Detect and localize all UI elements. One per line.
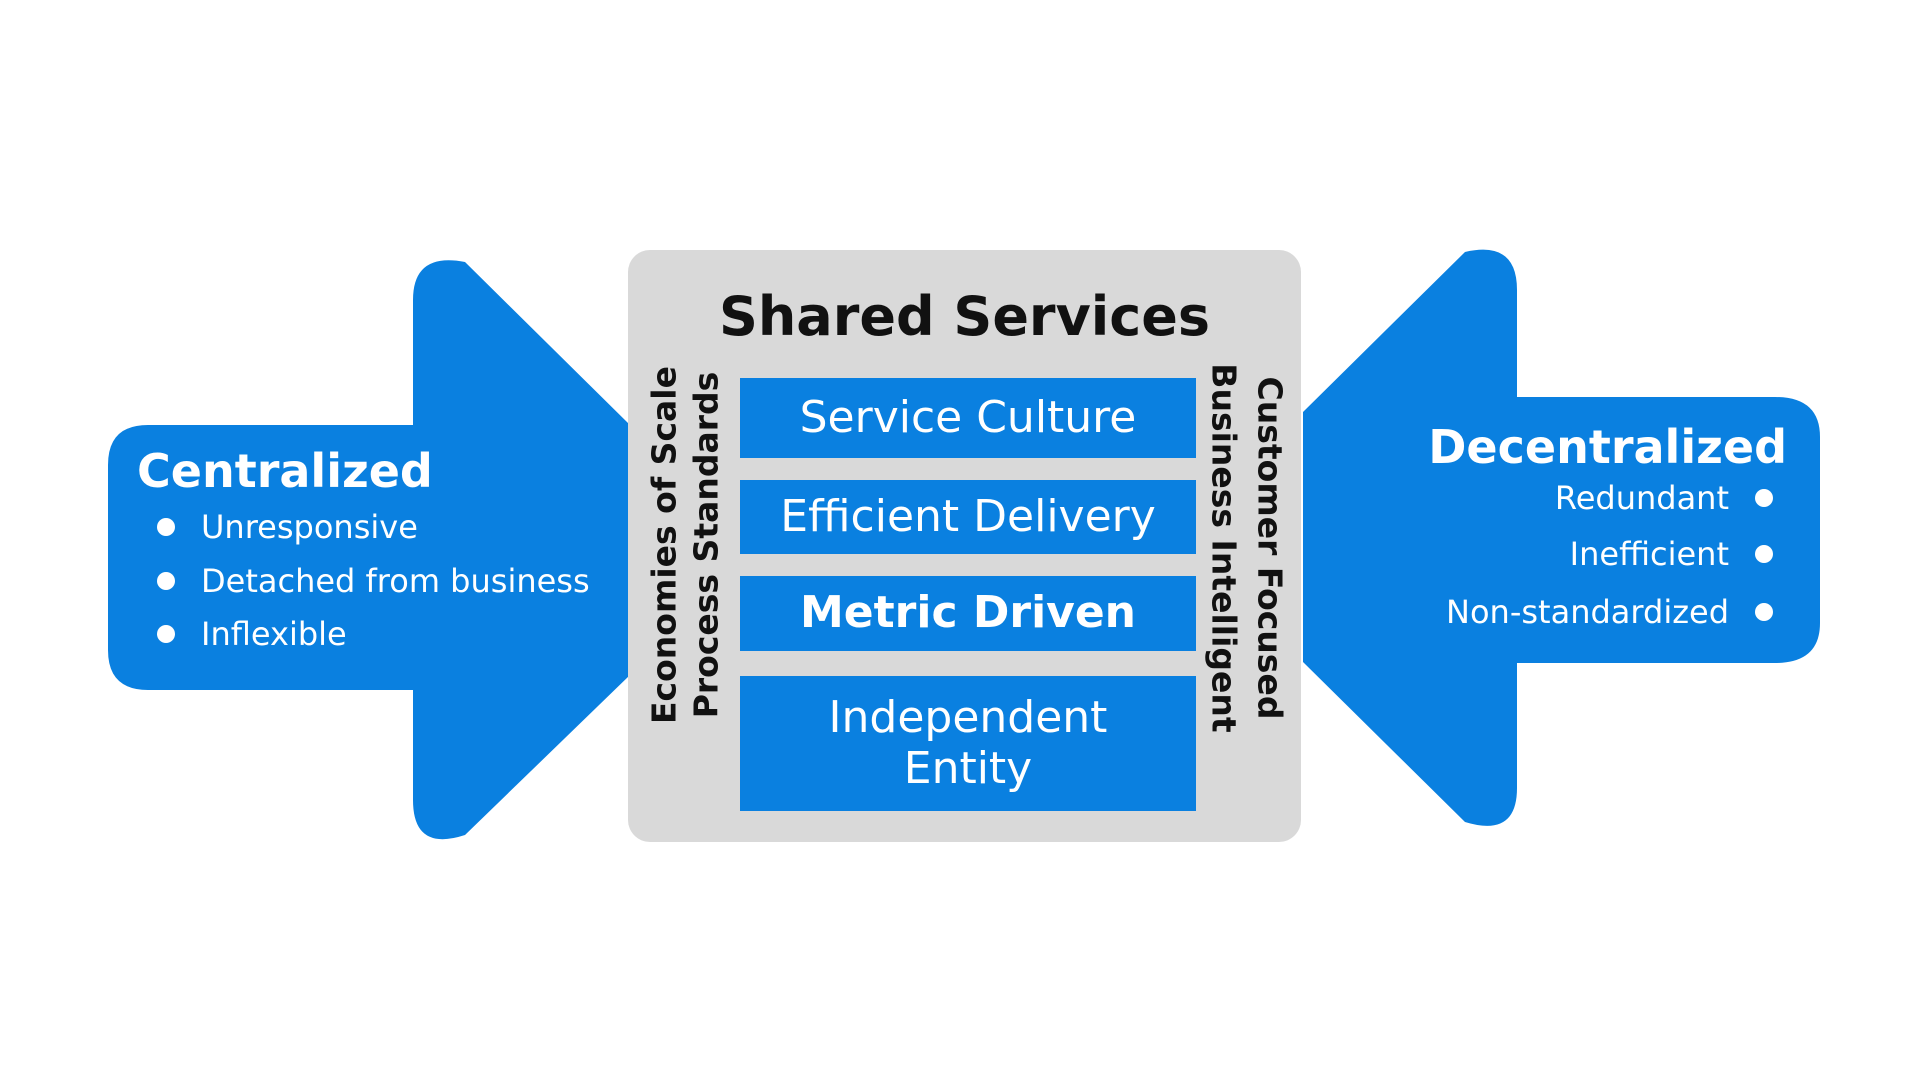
business-intelligent-label: Business Intelligent (1204, 363, 1244, 733)
bullet-dot (157, 572, 175, 590)
independent-entity-box: Independent Entity (740, 676, 1196, 811)
decentralized-item: Inefficient (1570, 538, 1773, 570)
centralized-item-label: Unresponsive (201, 508, 418, 546)
bullet-dot (157, 518, 175, 536)
centralized-item-label: Detached from business (201, 562, 590, 600)
centralized-item: Inflexible (157, 618, 347, 650)
decentralized-item-label: Inefficient (1569, 535, 1729, 573)
decentralized-title: Decentralized (1428, 420, 1787, 474)
panel-title: Shared Services (718, 285, 1211, 348)
customer-focused-label: Customer Focused (1250, 376, 1290, 720)
centralized-item: Unresponsive (157, 511, 418, 543)
decentralized-item: Redundant (1555, 482, 1773, 514)
metric-driven-box: Metric Driven (740, 576, 1196, 651)
right-arrow-shape (1303, 249, 1820, 826)
decentralized-item-label: Non-standardized (1446, 593, 1729, 631)
process-standards-label: Process Standards (686, 371, 726, 719)
bullet-dot (1755, 603, 1773, 621)
centralized-title: Centralized (137, 444, 433, 498)
bullet-dot (1755, 489, 1773, 507)
economies-of-scale-label: Economies of Scale (644, 366, 684, 724)
service-culture-box: Service Culture (740, 378, 1196, 458)
decentralized-item-label: Redundant (1554, 479, 1729, 517)
centralized-item-label: Inflexible (201, 615, 347, 653)
bullet-dot (157, 625, 175, 643)
efficient-delivery-box: Efficient Delivery (740, 480, 1196, 554)
left-arrow-shape (108, 260, 630, 840)
bullet-dot (1755, 545, 1773, 563)
centralized-item: Detached from business (157, 565, 590, 597)
decentralized-item: Non-standardized (1446, 596, 1773, 628)
